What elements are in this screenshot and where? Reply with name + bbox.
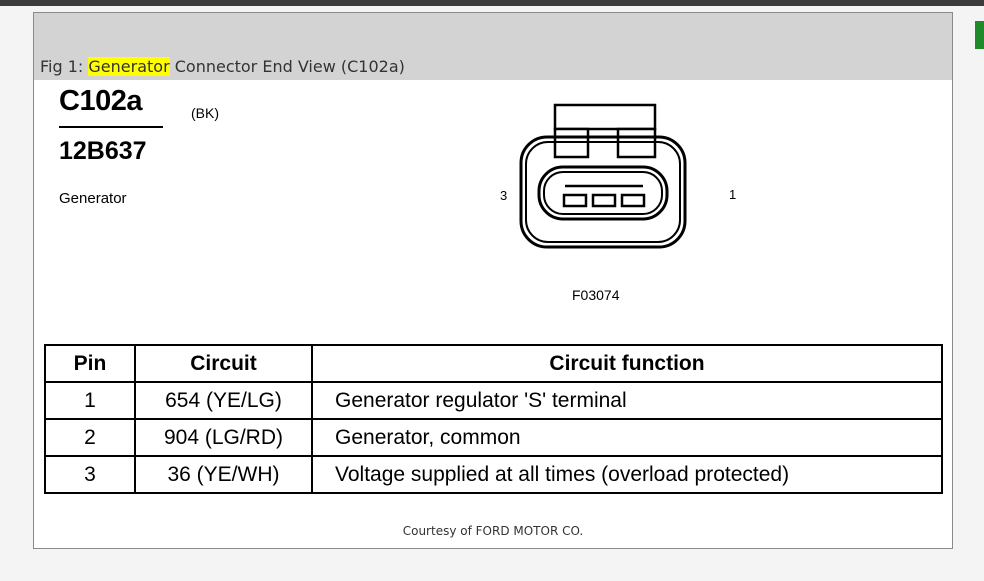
header-circuit-function: Circuit function [311,344,943,383]
pinout-table: Pin Circuit Circuit function 1 654 (YE/L… [44,344,943,494]
connector-housing-outer [519,135,687,249]
pin-3-terminal [562,193,588,208]
cell-pin: 2 [44,418,136,457]
image-credit: Courtesy of FORD MOTOR CO. [402,524,584,538]
cell-circuit: 36 (YE/WH) [134,455,313,494]
cell-circuit-function: Generator, common [311,418,943,457]
pin-label-1: 1 [729,187,736,202]
connector-part-number: 12B637 [59,137,147,165]
table-row: 2 904 (LG/RD) Generator, common [44,418,943,457]
caption-highlight: Generator [88,57,170,76]
header-pin: Pin [44,344,136,383]
caption-rest: Connector End View (C102a) [169,57,405,76]
caption-bar [34,13,952,80]
caption-prefix: Fig 1: [40,57,89,76]
table-row: 3 36 (YE/WH) Voltage supplied at all tim… [44,455,943,494]
pin-label-3: 3 [500,188,507,203]
window-top-bar [0,0,984,6]
table-header-row: Pin Circuit Circuit function [44,344,943,383]
cell-pin: 1 [44,381,136,420]
connector-latch-top [553,103,657,131]
cell-pin: 3 [44,455,136,494]
table-row: 1 654 (YE/LG) Generator regulator 'S' te… [44,381,943,420]
figure-panel: Fig 1: Generator Connector End View (C10… [33,12,953,549]
figure-code: F03074 [572,287,620,303]
connector-name: Generator [59,190,127,207]
connector-color-code: (BK) [191,105,219,121]
connector-housing-inner [525,141,681,243]
pin-2-terminal [591,193,617,208]
cell-circuit: 904 (LG/RD) [134,418,313,457]
side-tab[interactable] [975,21,984,49]
connector-end-view-drawing: 3 1 [500,103,736,249]
connector-cavity-outer [537,165,669,221]
connector-id: C102a [59,85,142,117]
connector-id-underline [59,126,163,128]
cell-circuit-function: Generator regulator 'S' terminal [311,381,943,420]
cell-circuit-function: Voltage supplied at all times (overload … [311,455,943,494]
pin-1-terminal [620,193,646,208]
connector-cavity-inner [543,171,663,215]
cell-circuit: 654 (YE/LG) [134,381,313,420]
header-circuit: Circuit [134,344,313,383]
figure-caption: Fig 1: Generator Connector End View (C10… [40,57,405,76]
